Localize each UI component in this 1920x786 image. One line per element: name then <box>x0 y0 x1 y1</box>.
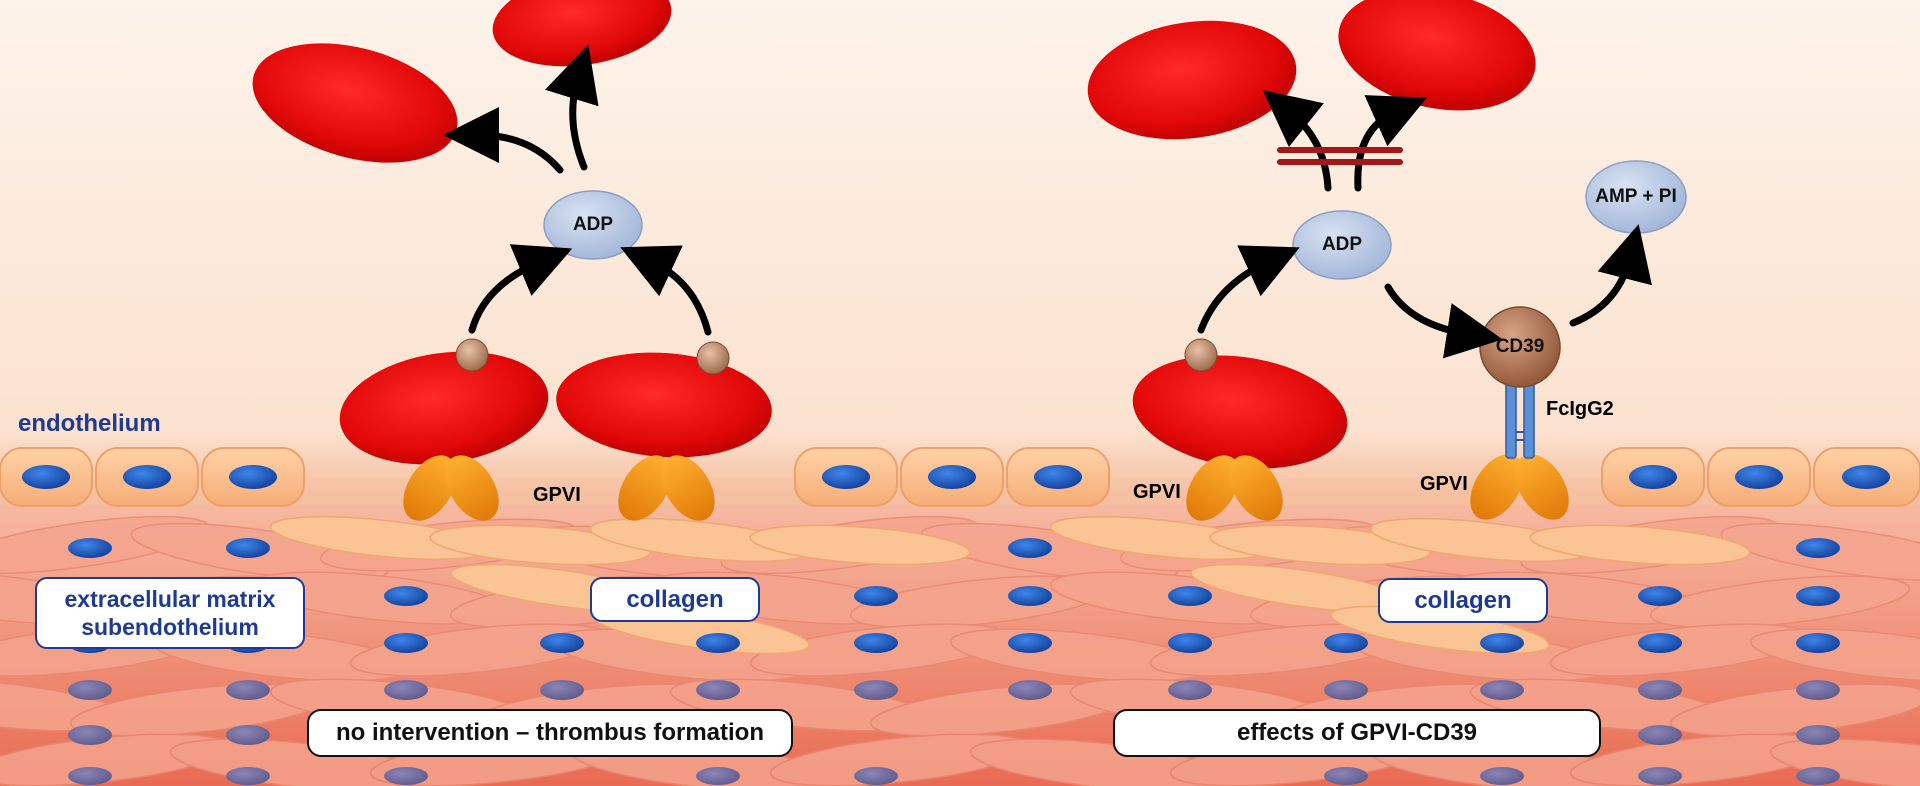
collagen-label-right: collagen <box>1378 578 1548 623</box>
ecm-label-line1: extracellular matrix <box>64 586 276 612</box>
gpvi-label-mid: GPVI <box>1133 481 1181 503</box>
adp-oval-right <box>1292 210 1392 280</box>
caption-right: effects of GPVI-CD39 <box>1113 709 1601 757</box>
ecm-label-line2: subendothelium <box>81 614 259 640</box>
endothelial-cells <box>0 447 1920 507</box>
collagen-label-left: collagen <box>590 577 760 622</box>
tissue-nuclei <box>68 538 1840 785</box>
caption-left: no intervention – thrombus formation <box>307 709 793 757</box>
adp-label-right: ADP <box>1321 234 1363 255</box>
adherent-platelets <box>339 351 1348 469</box>
inhibition-mark <box>1277 147 1403 165</box>
gpvi-label-right: GPVI <box>1420 473 1468 495</box>
ecm-label-box: extracellular matrix subendothelium <box>35 577 305 649</box>
cd39-label: CD39 <box>1495 336 1545 357</box>
floating-platelets <box>252 0 1536 163</box>
adp-oval-left <box>543 190 643 260</box>
endothelium-label: endothelium <box>18 410 161 437</box>
pathway-arrows <box>443 44 1652 359</box>
adp-label-left: ADP <box>572 214 614 235</box>
collagen-fibers <box>269 515 1751 655</box>
platelet-beads <box>455 338 1218 375</box>
gpvi-receptors <box>403 454 1569 521</box>
fcigg2-label: FcIgG2 <box>1546 398 1614 420</box>
amp-pi-label: AMP + PI <box>1595 186 1677 207</box>
gpvi-label-left: GPVI <box>533 484 581 506</box>
